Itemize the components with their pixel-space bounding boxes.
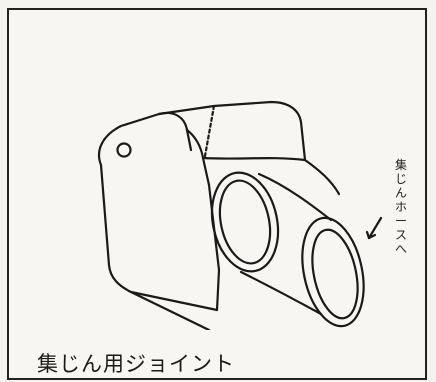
body-right-top (303, 158, 341, 196)
annotation-char: ー (394, 214, 407, 228)
arrow-down-left-icon (367, 216, 383, 240)
cylinder-front-rim (301, 216, 365, 328)
body-front-edge (207, 183, 221, 312)
figure-caption: 集じん用ジョイント (37, 352, 235, 376)
cylinder-rear-ring (210, 171, 280, 273)
hose-annotation: 集 じ ん ホ ー ス へ (393, 158, 409, 256)
body-bottom (129, 290, 219, 312)
annotation-char: ホ (394, 200, 407, 214)
annotation-char: 集 (394, 158, 407, 172)
cylinder-rear-inner (218, 179, 272, 265)
cylinder-top-line (257, 172, 333, 222)
body-seam (203, 104, 216, 158)
cylinder-front-inner (311, 228, 359, 320)
front-panel-top (201, 156, 307, 162)
figure-frame: 集 じ ん ホ ー ス へ 集じん用ジョイント (7, 8, 427, 380)
annotation-char: へ (394, 242, 407, 256)
cylinder-bottom-line (239, 270, 323, 316)
mounting-hole (116, 142, 132, 158)
body-top-edge (157, 100, 307, 162)
mounting-flange (97, 111, 193, 167)
annotation-char: ス (394, 228, 407, 242)
dust-collection-joint-illustration (97, 100, 383, 330)
annotation-char: じ (394, 172, 407, 186)
annotation-char: ん (394, 186, 407, 200)
